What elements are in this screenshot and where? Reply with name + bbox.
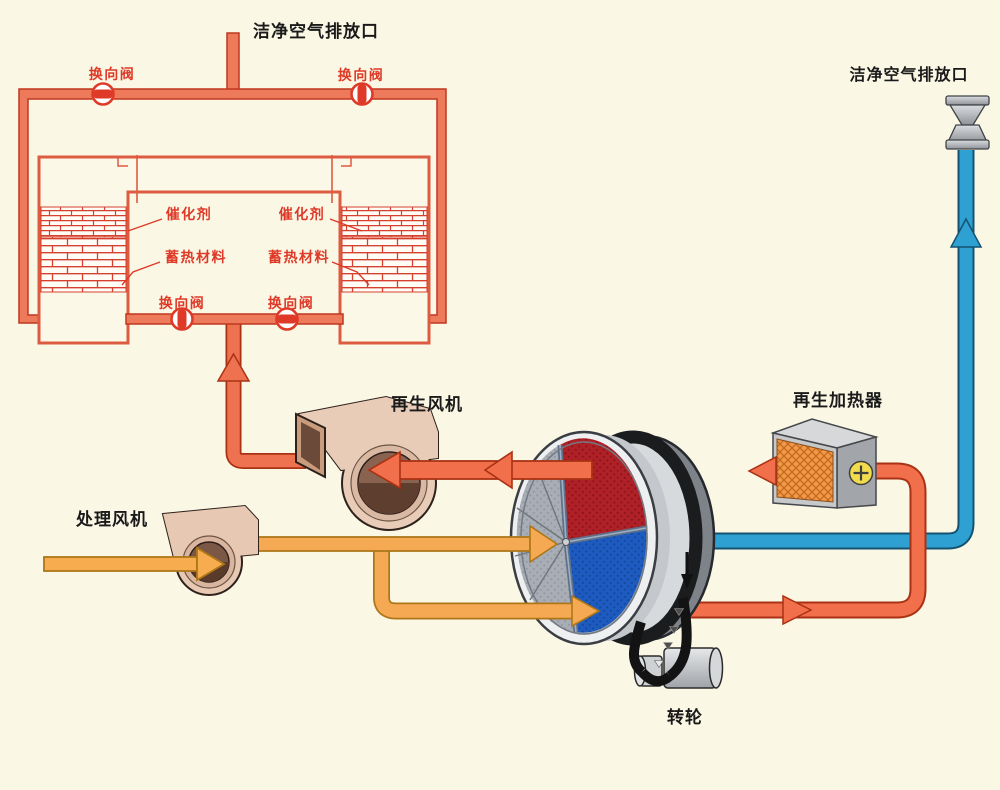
- process-inlet-arrow: [43, 546, 226, 582]
- catalyst-label-left: 催化剂: [165, 206, 213, 222]
- rto-exhaust-pipe: [226, 32, 240, 92]
- wheel-hub: [562, 538, 570, 546]
- heat-storage-label-left: 蓄热材料: [165, 249, 227, 265]
- rto-feed-arrow: [216, 352, 251, 382]
- clean-air-outlet-label-left: 洁净空气排放口: [253, 22, 379, 41]
- regen-air-arrow: [367, 450, 593, 490]
- reversing-valve-label-bl: 换向阀: [158, 295, 206, 311]
- valve-icon-top-right: [350, 82, 374, 106]
- heater-coil-panel: [776, 438, 834, 503]
- process-fan-label: 处理风机: [76, 510, 148, 529]
- catalyst-bed-left: [40, 206, 127, 238]
- heat-storage-bed-right: [341, 236, 428, 293]
- regen-heater: [770, 418, 879, 509]
- valve-icon-bottom-right: [275, 307, 299, 331]
- process-flow-arrow-bottom: [571, 594, 601, 628]
- reversing-valve-label-tr: 换向阀: [337, 67, 385, 83]
- hot-air-flow-arrow-left: [747, 455, 777, 487]
- heat-storage-label-right: 蓄热材料: [268, 249, 330, 265]
- rotary-wheel-label: 转轮: [667, 708, 703, 727]
- regen-fan-label: 再生风机: [391, 395, 463, 414]
- hot-air-loop-pipe: [620, 462, 927, 626]
- hot-air-flow-arrow-right: [782, 594, 813, 626]
- catalyst-bed-right: [341, 206, 428, 238]
- rto-feed-pipe: [216, 318, 306, 469]
- regen-heater-label: 再生加热器: [793, 391, 883, 410]
- regen-fan: [295, 395, 439, 531]
- rotary-wheel: [509, 430, 724, 689]
- process-flow-arrow-mid: [529, 524, 559, 564]
- reversing-valve-label-tl: 换向阀: [88, 66, 136, 82]
- valve-icon-bottom-left: [170, 307, 194, 331]
- heat-storage-bed-left: [40, 236, 127, 293]
- clean-air-flow-arrow: [949, 217, 983, 248]
- process-fan: [161, 504, 259, 596]
- rto-unit: [18, 32, 447, 345]
- reversing-valve-label-br: 换向阀: [267, 295, 315, 311]
- valve-icon-top-left: [91, 82, 115, 106]
- rto-valve-pipe: [125, 313, 344, 325]
- catalyst-label-right: 催化剂: [278, 206, 326, 222]
- exhaust-vent-icon: [945, 95, 990, 150]
- clean-air-pipe: [655, 150, 983, 550]
- clean-air-outlet-label-right: 洁净空气排放口: [849, 67, 969, 84]
